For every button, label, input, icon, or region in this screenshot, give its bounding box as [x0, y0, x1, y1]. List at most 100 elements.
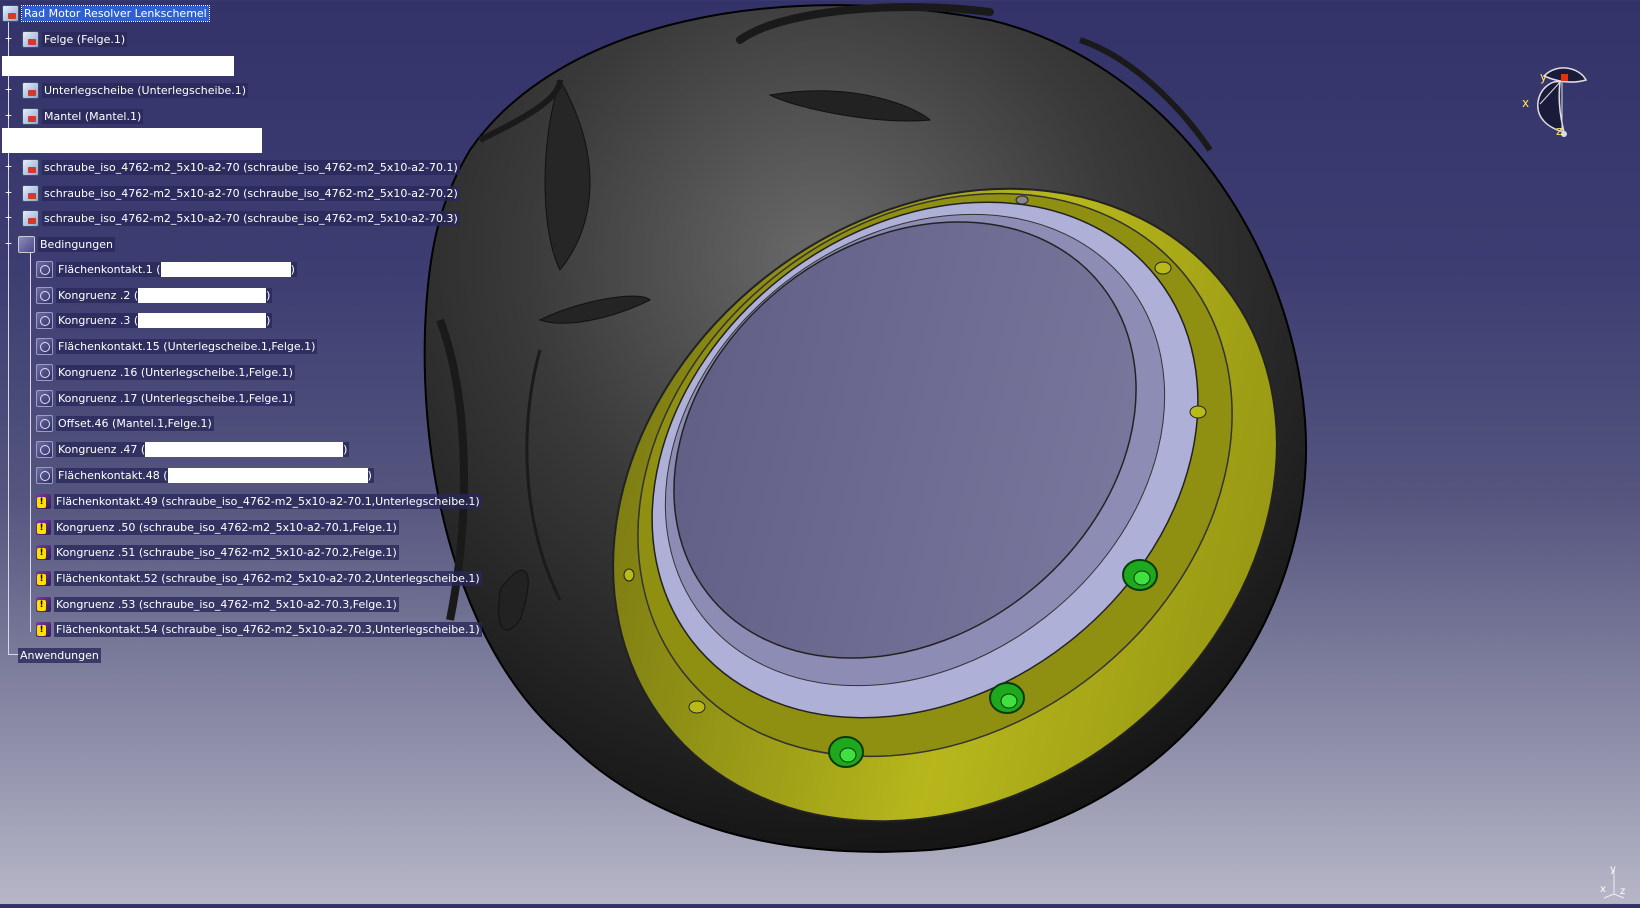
axis-triad: x y z	[1598, 860, 1632, 900]
tree-item-part[interactable]: + schraube_iso_4762-m2_5x10-a2-70 (schra…	[4, 157, 460, 177]
constraint-item[interactable]: Offset.46 (Mantel.1,Felge.1)	[36, 413, 214, 433]
constraint-label[interactable]: Kongruenz .2 ()	[56, 287, 273, 303]
constraint-label[interactable]: Flächenkontakt.15 (Unterlegscheibe.1,Fel…	[56, 338, 318, 354]
tree-item-applications[interactable]: Anwendungen	[18, 645, 101, 665]
constraint-item[interactable]: Flächenkontakt.52 (schraube_iso_4762-m2_…	[36, 568, 482, 588]
coincidence-icon	[36, 363, 53, 381]
tree-root-label[interactable]: Rad Motor Resolver Lenkschemel	[21, 4, 210, 22]
expand-icon[interactable]: +	[5, 211, 12, 224]
warning-icon	[36, 570, 51, 586]
constraint-label[interactable]: Flächenkontakt.54 (schraube_iso_4762-m2_…	[54, 621, 482, 637]
axis-triad-icon	[1603, 870, 1625, 899]
tree-line	[8, 14, 9, 654]
redacted-item	[2, 128, 262, 153]
compass-y-label: y	[1540, 70, 1548, 84]
warning-icon	[36, 493, 51, 509]
coincidence-icon	[36, 389, 53, 407]
screw-2[interactable]	[989, 682, 1025, 714]
screws[interactable]	[828, 559, 1158, 768]
constraint-label[interactable]: Flächenkontakt.48 ()	[56, 467, 374, 483]
part-icon	[22, 107, 39, 125]
warning-icon	[36, 596, 51, 612]
expand-icon[interactable]: +	[5, 83, 12, 96]
warning-icon	[36, 519, 51, 535]
collapse-icon[interactable]: −	[5, 237, 12, 250]
tree-line	[8, 654, 20, 655]
constraint-label[interactable]: Kongruenz .16 (Unterlegscheibe.1,Felge.1…	[56, 364, 295, 380]
constraint-item[interactable]: Kongruenz .51 (schraube_iso_4762-m2_5x10…	[36, 542, 399, 562]
tree-item-part[interactable]: + schraube_iso_4762-m2_5x10-a2-70 (schra…	[4, 183, 460, 203]
rim[interactable]	[487, 58, 1404, 904]
part-icon	[22, 184, 39, 202]
warning-icon	[36, 544, 51, 560]
screw-3[interactable]	[1122, 559, 1158, 591]
tree-item-label[interactable]: Unterlegscheibe (Unterlegscheibe.1)	[42, 82, 249, 98]
compass-icon[interactable]	[1528, 62, 1588, 142]
compass-widget[interactable]: x y z	[1522, 62, 1588, 142]
tree-line	[30, 252, 31, 632]
constraint-label[interactable]: Flächenkontakt.52 (schraube_iso_4762-m2_…	[54, 570, 482, 586]
surface-contact-icon	[36, 466, 53, 484]
triad-x-label: x	[1600, 884, 1606, 895]
expand-icon[interactable]: +	[5, 160, 12, 173]
tree-item-label[interactable]: schraube_iso_4762-m2_5x10-a2-70 (schraub…	[42, 159, 460, 175]
tree-item-part[interactable]: + Felge (Felge.1)	[4, 29, 128, 49]
tree-item-label[interactable]: Anwendungen	[18, 647, 101, 663]
constraint-item[interactable]: Flächenkontakt.49 (schraube_iso_4762-m2_…	[36, 491, 482, 511]
constraint-item[interactable]: Kongruenz .17 (Unterlegscheibe.1,Felge.1…	[36, 388, 295, 408]
redacted-item	[2, 56, 234, 76]
constraint-label[interactable]: Kongruenz .47 ()	[56, 441, 350, 457]
tree-item-label[interactable]: Bedingungen	[38, 236, 115, 252]
part-icon	[22, 158, 39, 176]
coincidence-icon	[36, 440, 53, 458]
warning-icon	[36, 621, 51, 637]
constraint-item[interactable]: Kongruenz .3 ()	[36, 310, 273, 330]
part-icon	[22, 30, 39, 48]
constraint-label[interactable]: Flächenkontakt.49 (schraube_iso_4762-m2_…	[54, 493, 482, 509]
constraints-folder-icon	[18, 235, 35, 253]
surface-contact-icon	[36, 260, 53, 278]
constraint-item[interactable]: Flächenkontakt.54 (schraube_iso_4762-m2_…	[36, 619, 482, 639]
constraint-item[interactable]: Kongruenz .2 ()	[36, 285, 273, 305]
coincidence-icon	[36, 311, 53, 329]
tree-item-part[interactable]: + Unterlegscheibe (Unterlegscheibe.1)	[4, 80, 249, 100]
constraint-item[interactable]: Flächenkontakt.48 ()	[36, 465, 374, 485]
constraint-label[interactable]: Flächenkontakt.1 ()	[56, 261, 297, 277]
specification-tree: Rad Motor Resolver Lenkschemel + Felge (…	[0, 0, 482, 680]
constraint-item[interactable]: Kongruenz .53 (schraube_iso_4762-m2_5x10…	[36, 594, 399, 614]
constraint-label[interactable]: Kongruenz .3 ()	[56, 312, 273, 328]
tree-item-label[interactable]: schraube_iso_4762-m2_5x10-a2-70 (schraub…	[42, 185, 460, 201]
constraint-item[interactable]: Flächenkontakt.1 ()	[36, 259, 297, 279]
constraint-label[interactable]: Kongruenz .51 (schraube_iso_4762-m2_5x10…	[54, 544, 399, 560]
tree-item-part[interactable]: + Mantel (Mantel.1)	[4, 106, 144, 126]
expand-icon[interactable]: +	[5, 109, 12, 122]
coincidence-icon	[36, 286, 53, 304]
tree-item-label[interactable]: Felge (Felge.1)	[42, 31, 128, 47]
offset-icon	[36, 414, 53, 432]
tree-root[interactable]: Rad Motor Resolver Lenkschemel	[2, 3, 210, 23]
constraint-label[interactable]: Kongruenz .53 (schraube_iso_4762-m2_5x10…	[54, 596, 399, 612]
constraint-item[interactable]: Kongruenz .47 ()	[36, 439, 350, 459]
triad-y-label: y	[1610, 864, 1616, 875]
tree-item-label[interactable]: schraube_iso_4762-m2_5x10-a2-70 (schraub…	[42, 210, 460, 226]
compass-x-label: x	[1522, 96, 1530, 110]
constraint-item[interactable]: Flächenkontakt.15 (Unterlegscheibe.1,Fel…	[36, 336, 318, 356]
surface-contact-icon	[36, 337, 53, 355]
tree-item-constraints[interactable]: − Bedingungen	[4, 234, 115, 254]
constraint-item[interactable]: Kongruenz .50 (schraube_iso_4762-m2_5x10…	[36, 517, 399, 537]
tree-item-label[interactable]: Mantel (Mantel.1)	[42, 108, 144, 124]
constraint-label[interactable]: Kongruenz .50 (schraube_iso_4762-m2_5x10…	[54, 519, 399, 535]
part-icon	[22, 81, 39, 99]
expand-icon[interactable]: +	[5, 32, 12, 45]
compass-z-label: z	[1556, 124, 1563, 138]
tree-item-part[interactable]: + schraube_iso_4762-m2_5x10-a2-70 (schra…	[4, 208, 460, 228]
triad-z-label: z	[1620, 886, 1626, 897]
part-icon	[22, 209, 39, 227]
constraint-label[interactable]: Kongruenz .17 (Unterlegscheibe.1,Felge.1…	[56, 390, 295, 406]
screw-1[interactable]	[828, 736, 864, 768]
constraint-label[interactable]: Offset.46 (Mantel.1,Felge.1)	[56, 415, 214, 431]
constraint-item[interactable]: Kongruenz .16 (Unterlegscheibe.1,Felge.1…	[36, 362, 295, 382]
expand-icon[interactable]: +	[5, 186, 12, 199]
